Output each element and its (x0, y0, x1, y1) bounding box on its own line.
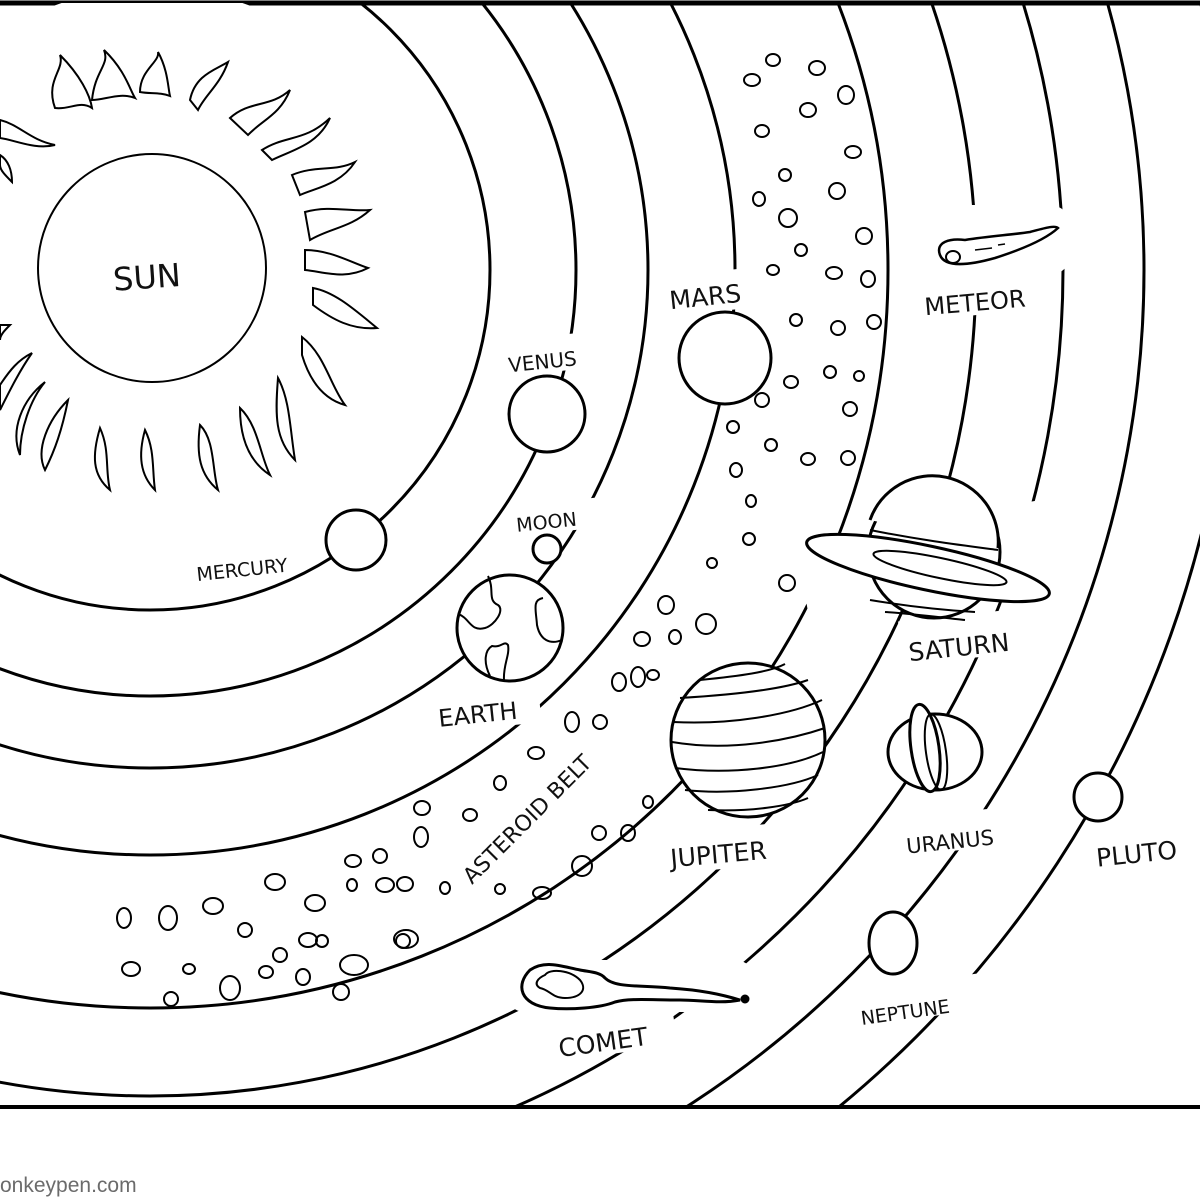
label-mercury: MERCURY (195, 555, 289, 586)
moon (531, 533, 563, 565)
orbit-earth (0, 3, 650, 770)
orbit-neptune (683, 3, 1146, 1107)
orbit-venus (0, 3, 578, 698)
asteroid-belt (116, 53, 882, 1007)
meteor (937, 225, 1060, 266)
planet-earth (455, 573, 565, 683)
planet-mars (677, 310, 773, 406)
planet-venus (507, 374, 587, 454)
planet-pluto (1072, 771, 1124, 823)
comet (520, 963, 750, 1011)
planet-jupiter (669, 661, 827, 819)
sun-body (37, 153, 267, 383)
label-sun: SUN (112, 256, 182, 299)
planet-neptune (867, 910, 919, 976)
orbit-mercury (0, 3, 492, 612)
planet-mercury (324, 508, 388, 572)
sun-rays (0, 49, 380, 493)
site-watermark: onkeypen.com (0, 1174, 137, 1197)
orbit-jupiter (0, 3, 890, 1010)
planet-saturn (805, 474, 1051, 621)
planet-uranus (886, 702, 984, 794)
